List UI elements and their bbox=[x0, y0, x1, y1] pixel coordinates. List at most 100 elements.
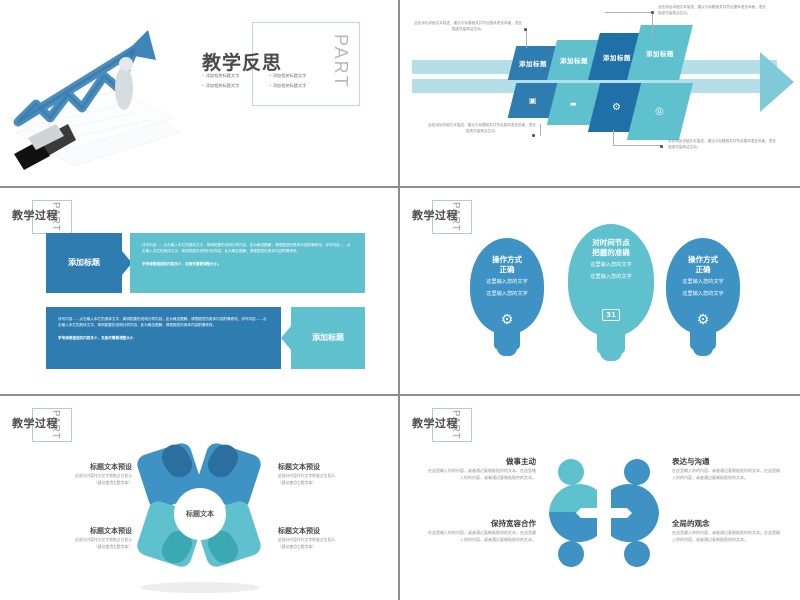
banner-2-note-text: 字号请根据您的内容多少，及版式需要调整大小 bbox=[58, 336, 134, 340]
slide-6-teamwork[interactable]: 教学过程 PART 做事主动 在这里输入你的内容，或者通过复制粘贴你的文本。在这… bbox=[400, 396, 800, 600]
person-body-3 bbox=[549, 512, 597, 542]
teamwork-label-bottom-right: 全局的观念 在这里输入你的内容，或者通过复制粘贴你的文本。在这里输入你的内容，或… bbox=[672, 518, 780, 543]
bulb-3-glass bbox=[666, 238, 740, 334]
slide-3-process-banners[interactable]: 教学过程 PART 添加标题 详写内容……点击输入本栏的具体文字，简明扼要的说明… bbox=[0, 188, 400, 396]
item-desc: 在这里输入你的内容，或者通过复制粘贴你的文本。在这里输入你的内容，或者通过复制粘… bbox=[428, 530, 536, 542]
banner-1-body-block[interactable]: 详写内容……点击输入本栏的具体文字，简明扼要的说明分项内容，此为概念图解，请根据… bbox=[130, 233, 365, 293]
person-head-1 bbox=[558, 459, 584, 485]
banner-1-body-text: 详写内容……点击输入本栏的具体文字，简明扼要的说明分项内容，此为概念图解，请根据… bbox=[142, 243, 351, 253]
banner-1-note-text: 字号请根据您的内容多少，及版式需要调整大小。 bbox=[142, 262, 222, 266]
leader-line-2 bbox=[605, 12, 653, 38]
person-body-2 bbox=[611, 484, 659, 514]
gear-icon: ⚙ bbox=[612, 102, 622, 113]
teamwork-label-top-left: 做事主动 在这里输入你的内容，或者通过复制粘贴你的文本。在这里输入你的内容，或者… bbox=[428, 456, 536, 481]
teamwork-diagram bbox=[549, 459, 659, 567]
target-icon: ◎ bbox=[655, 106, 665, 117]
process-block-2-label: 添加标题 bbox=[560, 57, 588, 65]
bulb-1-title-line2: 正确 bbox=[499, 265, 515, 274]
bulb-3-text: 操作方式 正确 这里输入您的文字 这里输入您的文字 bbox=[666, 255, 740, 299]
label-title: 标题文本预设 bbox=[278, 463, 320, 471]
banner-2-notch bbox=[281, 326, 291, 350]
banner-2-body-block[interactable]: 详写内容……点击输入本栏的具体文字，简明扼要的说明分项内容，此为概念图解，请根据… bbox=[46, 307, 281, 369]
item-desc: 在这里输入你的内容，或者通过复制粘贴你的文本。在这里输入你的内容，或者通过复制粘… bbox=[672, 468, 780, 480]
item-desc: 在这里输入你的内容，或者通过复制粘贴你的文本。在这里输入你的内容，或者通过复制粘… bbox=[428, 468, 536, 480]
label-desc: 此部分内容作为文字框能占位显示 bbox=[278, 473, 335, 478]
leader-line-1 bbox=[526, 30, 527, 48]
bulb-1-text: 操作方式 正确 这里输入您的文字 这里输入您的文字 bbox=[470, 255, 544, 299]
pinwheel-shadow bbox=[140, 582, 260, 593]
label-desc: 此部分内容作为文字框能占位显示 bbox=[75, 537, 132, 542]
slide-1-cover[interactable]: 教学反思 PART 添加相关标题文字 添加相关标题文字 添加相关标题文字 添加相… bbox=[0, 0, 400, 188]
leader-dot-1 bbox=[524, 28, 527, 31]
label-note: （建议使用主题字体） bbox=[94, 480, 132, 485]
bulb-2-line2: 这里输入您的文字 bbox=[590, 274, 632, 280]
section-title: 教学过程 bbox=[12, 209, 58, 222]
bulb-1-title-line1: 操作方式 bbox=[492, 255, 522, 264]
bulb-3-neck bbox=[690, 330, 716, 350]
process-note-3: 此处添加详细文本描述，建议与标题相关并符合整体语言风格，语言描述尽量简洁生动。 bbox=[428, 123, 536, 133]
pinwheel-label-top-right: 标题文本预设 此部分内容作为文字框能占位显示 （建议使用主题字体） bbox=[278, 462, 368, 487]
section-part-word: PART bbox=[50, 410, 61, 440]
item-title: 表达与沟通 bbox=[672, 457, 710, 466]
leader-dot-2 bbox=[651, 11, 654, 14]
bulb-1-neck bbox=[494, 330, 520, 350]
section-part-word: PART bbox=[50, 202, 61, 232]
label-note: （建议使用主题字体） bbox=[278, 480, 316, 485]
bulb-2-title-line2: 把握的准确 bbox=[592, 248, 630, 257]
bulb-1-glass bbox=[470, 238, 544, 334]
calendar-icon-day: 31 bbox=[602, 309, 620, 321]
item-desc: 在这里输入你的内容，或者通过复制粘贴你的文本。在这里输入你的内容，或者通过复制粘… bbox=[672, 530, 780, 542]
slide-2-arrow-process[interactable]: 添加标题 添加标题 添加标题 添加标题 ▣ ▬ ⚙ ◎ 此处添加详细文本描述，建… bbox=[400, 0, 800, 188]
list-item: 添加相关标题文字 bbox=[269, 82, 332, 90]
lightbulb-1[interactable]: 操作方式 正确 这里输入您的文字 这里输入您的文字 ⚙ bbox=[470, 238, 544, 360]
pinwheel-center-label[interactable]: 标题文本 bbox=[174, 488, 226, 540]
arrow-head-icon bbox=[760, 52, 794, 112]
label-title: 标题文本预设 bbox=[90, 527, 132, 535]
teamwork-label-bottom-left: 保持宽容合作 在这里输入你的内容，或者通过复制粘贴你的文本。在这里输入你的内容，… bbox=[428, 518, 536, 543]
list-item: 添加相关标题文字 bbox=[202, 82, 265, 90]
bulb-3-title-line1: 操作方式 bbox=[688, 255, 718, 264]
section-frame bbox=[32, 408, 72, 442]
bulb-2-title-line1: 对时间节点 bbox=[592, 238, 630, 247]
leader-dot-4 bbox=[660, 145, 663, 148]
gear-icon: ⚙ bbox=[500, 312, 514, 328]
process-block-4-label: 添加标题 bbox=[646, 49, 674, 58]
banner-2-label-block[interactable]: 添加标题 bbox=[291, 307, 365, 369]
person-head-2 bbox=[624, 459, 650, 485]
bulb-2-glass bbox=[568, 224, 654, 336]
label-note: （建议使用主题字体） bbox=[278, 544, 316, 549]
process-block-1-label: 添加标题 bbox=[519, 60, 547, 68]
process-note-1: 此处添加详细文本描述，建议与标题相关并符合整体语言风格，语言描述尽量简洁生动。 bbox=[414, 21, 522, 31]
lightbulb-3[interactable]: 操作方式 正确 这里输入您的文字 这里输入您的文字 ⚙ bbox=[666, 238, 740, 360]
process-note-2: 此处添加详细文本描述，建议与标题相关并符合整体语言风格，语言描述尽量简洁生动。 bbox=[658, 5, 766, 15]
list-item: 添加相关标题文字 bbox=[202, 72, 265, 80]
process-block-3-label: 添加标题 bbox=[603, 53, 631, 62]
leader-line-3 bbox=[540, 124, 541, 136]
person-head-4 bbox=[624, 541, 650, 567]
bulb-3-line1: 这里输入您的文字 bbox=[682, 279, 724, 285]
leader-line-4 bbox=[613, 130, 661, 146]
section-title: 教学过程 bbox=[12, 417, 58, 430]
label-title: 标题文本预设 bbox=[90, 463, 132, 471]
section-part-word: PART bbox=[450, 410, 461, 440]
banner-1-label: 添加标题 bbox=[68, 258, 100, 267]
banner-1-label-block[interactable]: 添加标题 bbox=[46, 233, 122, 293]
bulb-1-line1: 这里输入您的文字 bbox=[486, 279, 528, 285]
item-title: 做事主动 bbox=[506, 457, 536, 466]
person-head-3 bbox=[558, 541, 584, 567]
slide-4-lightbulbs[interactable]: 教学过程 PART 操作方式 正确 这里输入您的文字 这里输入您的文字 ⚙ 对时… bbox=[400, 188, 800, 396]
pinwheel-diagram: 标题文本 bbox=[134, 439, 264, 584]
lightbulb-2[interactable]: 对时间节点 把握的准确 这里输入您的文字 这里输入您的文字 31 bbox=[568, 224, 654, 364]
list-item: 添加相关标题文字 bbox=[269, 72, 332, 80]
bulb-3-base bbox=[693, 348, 713, 356]
item-title: 全局的观念 bbox=[672, 519, 710, 528]
bulb-1-base bbox=[497, 348, 517, 356]
person-body-1 bbox=[549, 484, 597, 514]
slide-5-pinwheel[interactable]: 教学过程 PART 标题文本 标题文本预设 此部分内容作为文字框能占位显示 （建… bbox=[0, 396, 400, 600]
banner-2-label: 添加标题 bbox=[312, 333, 344, 342]
calendar-icon: ▣ bbox=[528, 96, 538, 105]
section-part-word: PART bbox=[450, 202, 461, 232]
label-title: 标题文本预设 bbox=[278, 527, 320, 535]
page-title: 教学反思 bbox=[202, 52, 283, 74]
